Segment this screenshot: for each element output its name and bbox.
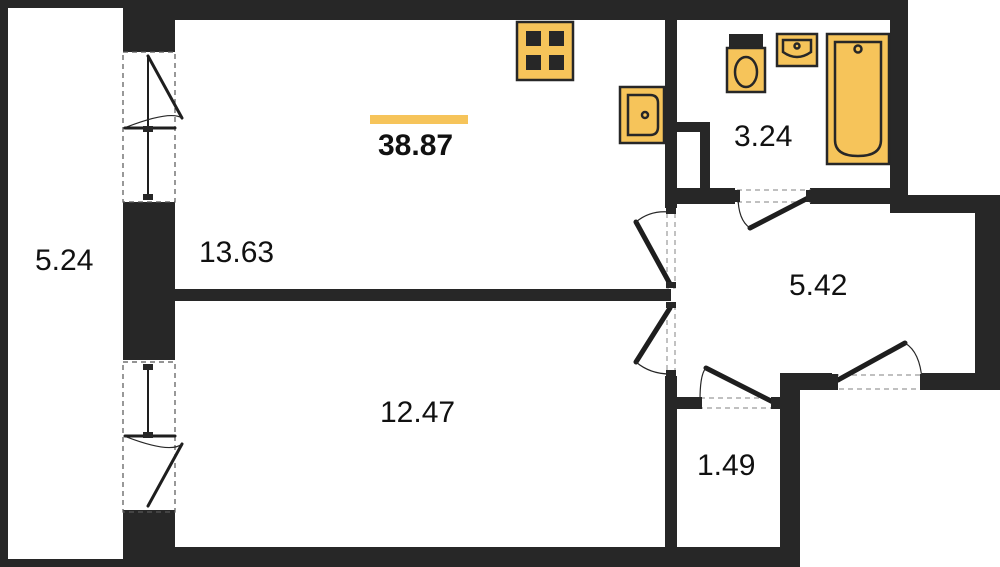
room-area-balcony: 5.24: [35, 244, 93, 277]
room-area-bathroom: 3.24: [734, 120, 792, 153]
wall-hall-right: [975, 195, 1000, 390]
door-bathroom: [734, 189, 812, 231]
bathtub-icon: [825, 32, 891, 166]
balcony-wall-left: [0, 0, 8, 567]
wall-living-bedroom: [123, 289, 671, 301]
balcony-wall-bottom: [0, 559, 130, 567]
washbasin-icon: [775, 32, 819, 68]
kitchen-sink-icon: [618, 85, 666, 145]
total-area-label: 38.87: [378, 129, 453, 162]
wall-storage-right: [780, 373, 800, 567]
wall-storage-top-left: [665, 397, 700, 409]
room-area-hallway: 5.42: [789, 269, 847, 302]
door-storage: [696, 365, 777, 409]
door-living: [633, 208, 676, 289]
window-upper: [122, 51, 184, 203]
wall-bottom: [123, 547, 800, 567]
wall-bath-bottom-right: [810, 188, 895, 204]
wall-hall-top: [890, 195, 1000, 213]
room-area-storage: 1.49: [697, 449, 755, 482]
door-opening-living: [665, 208, 677, 288]
total-area-accent: [370, 115, 468, 124]
wall-storage-top-right: [773, 397, 795, 409]
wall-bath-right: [890, 0, 908, 210]
door-bedroom: [633, 302, 676, 376]
toilet-icon: [725, 34, 767, 94]
wall-top: [123, 0, 908, 20]
wall-central-upper: [665, 0, 677, 215]
room-area-bedroom: 12.47: [380, 396, 455, 429]
room-area-kitchen-living: 13.63: [199, 236, 274, 269]
door-opening-bedroom: [665, 301, 677, 376]
door-entrance: [830, 340, 928, 390]
window-lower: [122, 361, 184, 513]
wall-central-lower: [665, 375, 677, 567]
shaft-top: [665, 122, 710, 132]
balcony-wall-top: [0, 0, 130, 8]
wall-hall-bottom-right: [922, 373, 1000, 390]
stove-icon: [515, 20, 575, 82]
shaft-right: [700, 122, 710, 197]
